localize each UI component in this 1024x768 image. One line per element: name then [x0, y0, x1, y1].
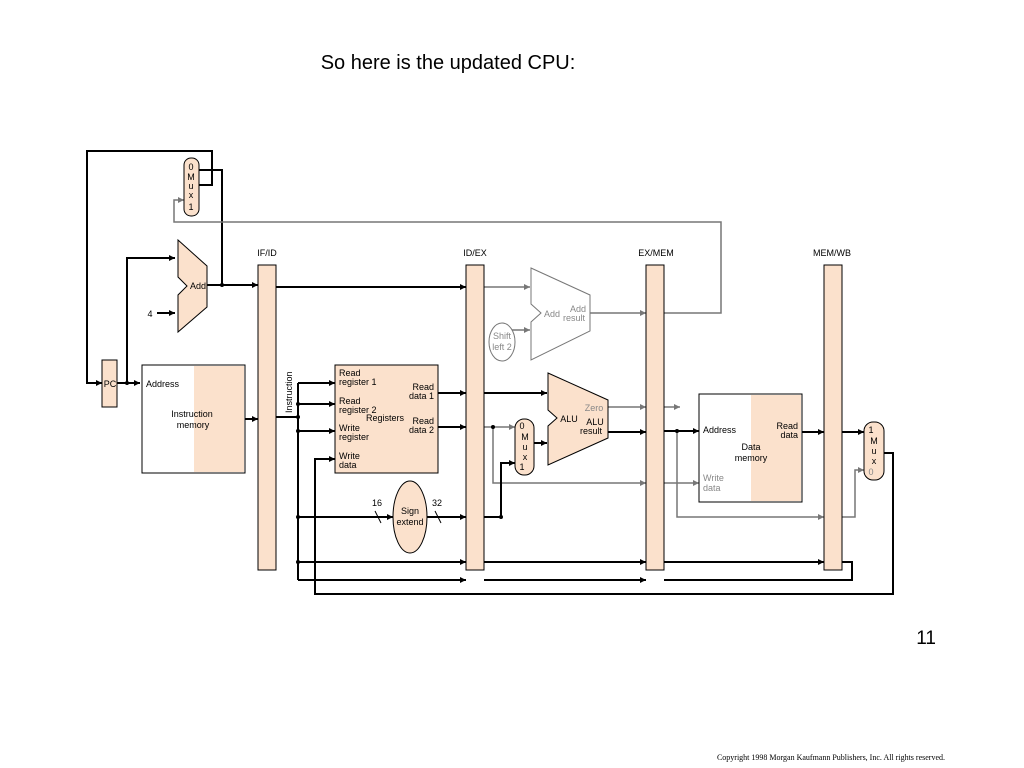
if-id-label: IF/ID: [257, 248, 277, 258]
shift-left-2: [488, 322, 516, 362]
instruction-memory: [141, 364, 246, 474]
bus-width-tick-32: [434, 510, 442, 524]
alu-result-label-2: result: [580, 426, 603, 436]
sign-extend-in-bits: 16: [372, 498, 382, 508]
alu-mux-in1: 1: [519, 462, 524, 472]
read-register-2-label-b: register 2: [339, 405, 377, 415]
pc-mux-label-u: u: [188, 181, 193, 191]
const-four-label: 4: [147, 309, 152, 319]
read-register-2-label-a: Read: [339, 396, 361, 406]
alu-mux-label-m: M: [521, 432, 529, 442]
instruction-memory-name-2: memory: [177, 420, 210, 430]
alu-src-mux: [514, 418, 535, 476]
id-ex-register: [465, 264, 485, 571]
slide-title: So here is the updated CPU:: [320, 52, 576, 74]
alu: [547, 372, 609, 466]
branch-adder: [530, 267, 591, 361]
read-data-2-label-b: data 2: [409, 425, 434, 435]
pc-adder-label: Add: [190, 281, 206, 291]
read-data-2-label-a: Read: [412, 416, 434, 426]
pc-mux-in0: 0: [188, 162, 193, 172]
shift-left-label-2: left 2: [492, 342, 512, 352]
write-data-label-a: Write: [339, 451, 360, 461]
pc-adder: [177, 238, 208, 334]
read-data-1-label-b: data 1: [409, 391, 434, 401]
registers-name: Registers: [366, 413, 405, 423]
pc-mux-in1: 1: [188, 202, 193, 212]
alu-zero-label: Zero: [585, 403, 604, 413]
read-register-1-label-a: Read: [339, 368, 361, 378]
pc-mux: [183, 157, 200, 217]
read-data-1-label-a: Read: [412, 382, 434, 392]
wires: [86, 150, 894, 595]
wb-mux-label-x: x: [872, 456, 877, 466]
sign-extend: [392, 480, 428, 554]
page-number: 11: [916, 628, 936, 649]
ex-mem-label: EX/MEM: [638, 248, 674, 258]
id-ex-label: ID/EX: [463, 248, 487, 258]
mem-wb-register: [823, 264, 843, 571]
pc-mux-label-m: M: [187, 172, 195, 182]
ex-mem-register: [645, 264, 665, 571]
data-memory-name-1: Data: [741, 442, 760, 452]
alu-name: ALU: [560, 414, 578, 424]
instruction-memory-name-1: Instruction: [171, 409, 213, 419]
bus-width-tick-16: [374, 510, 382, 524]
wb-mux-label-m: M: [870, 436, 878, 446]
shift-left-label-1: Shift: [493, 331, 512, 341]
alu-mux-in0: 0: [519, 421, 524, 431]
junction-dots: [125, 283, 679, 564]
sign-extend-label-2: extend: [396, 517, 423, 527]
data-memory-read-data-2: data: [780, 430, 798, 440]
branch-adder-result-1: Add: [570, 304, 586, 314]
copyright-notice: Copyright 1998 Morgan Kaufmann Publisher…: [716, 753, 945, 762]
write-register-label-b: register: [339, 432, 369, 442]
write-data-label-b: data: [339, 460, 357, 470]
pc-register: [101, 359, 118, 408]
if-id-register: [257, 264, 277, 571]
data-memory-write-data-1: Write: [703, 473, 724, 483]
data-memory-read-data-1: Read: [776, 421, 798, 431]
wb-mux-in0: 0: [868, 467, 873, 477]
data-memory: [698, 393, 803, 503]
alu-result-label-1: ALU: [586, 417, 604, 427]
sign-extend-label-1: Sign: [401, 506, 419, 516]
writeback-mux: [863, 421, 885, 481]
alu-mux-label-u: u: [522, 442, 527, 452]
alu-mux-label-x: x: [523, 452, 528, 462]
data-memory-address: Address: [703, 425, 737, 435]
data-memory-name-2: memory: [735, 453, 768, 463]
pc-label: PC: [104, 379, 117, 389]
write-register-label-a: Write: [339, 423, 360, 433]
mem-wb-label: MEM/WB: [813, 248, 851, 258]
wb-mux-label-u: u: [871, 446, 876, 456]
branch-adder-result-2: result: [563, 313, 586, 323]
data-memory-write-data-2: data: [703, 483, 721, 493]
instruction-bus-label: Instruction: [284, 371, 294, 413]
pc-mux-label-x: x: [189, 190, 194, 200]
instruction-memory-address: Address: [146, 379, 180, 389]
wb-mux-in1: 1: [868, 425, 873, 435]
branch-adder-label: Add: [544, 309, 560, 319]
register-file: [334, 364, 439, 474]
sign-extend-out-bits: 32: [432, 498, 442, 508]
read-register-1-label-b: register 1: [339, 377, 377, 387]
